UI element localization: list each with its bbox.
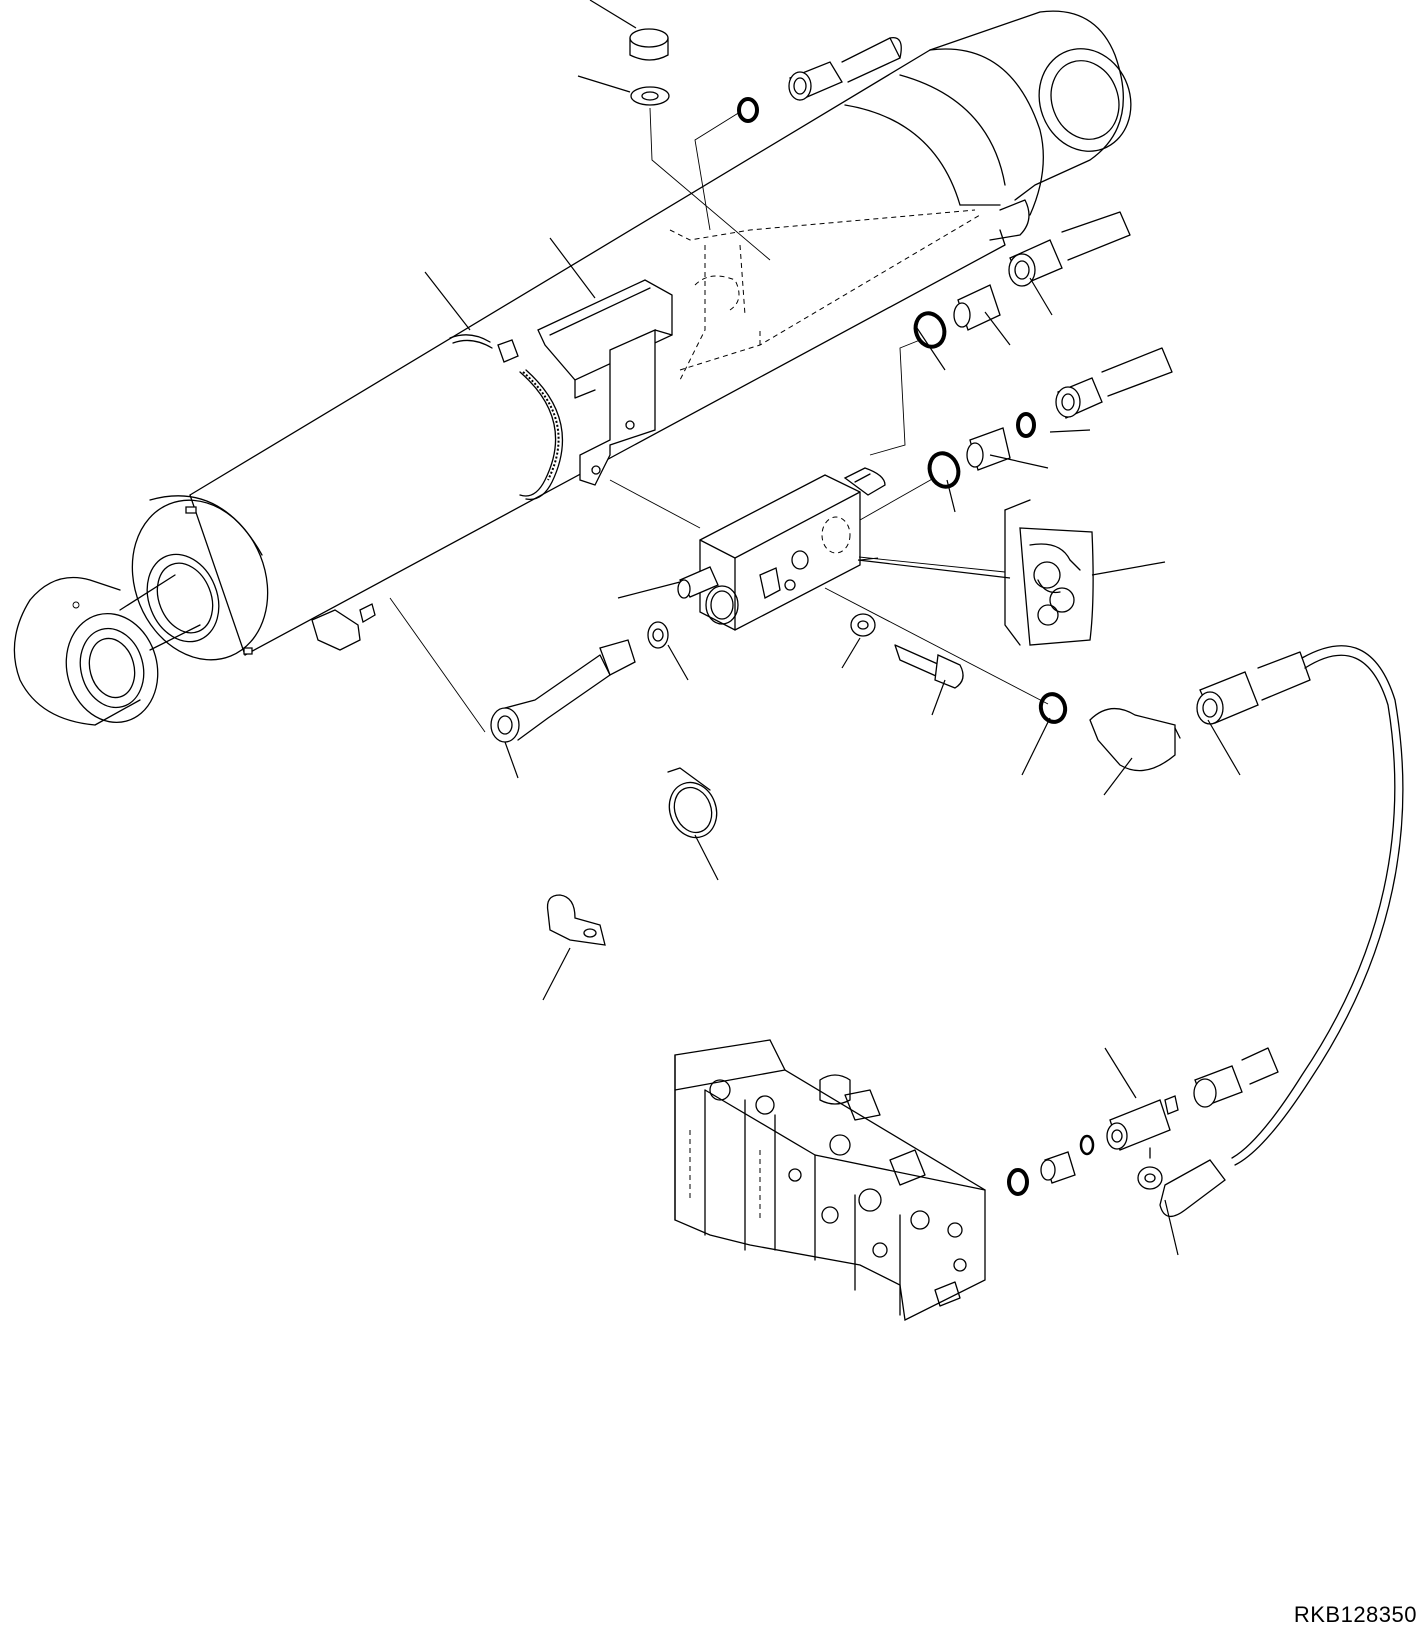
o-ring-elbow [1038,691,1068,724]
hose-end-elbow [1138,1160,1225,1216]
hose-nipple-top [789,38,901,100]
hose-connector-right [1197,652,1310,724]
hose-nipple-upper-right [1009,212,1130,286]
warning-decal [1005,500,1093,645]
plug-washer [631,87,669,105]
elbow-head-port [312,604,375,650]
hose-nipple-middle [1056,348,1172,418]
o-ring-top-port [739,99,757,121]
main-control-valve [675,1040,985,1320]
band-clamp [450,335,562,500]
cylinder-rear-eye [930,11,1145,240]
return-hose [1232,646,1403,1165]
adapter-middle [967,428,1010,470]
adapter-control-valve [1041,1152,1075,1183]
hose-nipple-control-valve [1194,1048,1278,1107]
washer-lower-left [648,622,668,648]
cylinder-tube [190,50,1005,655]
cylinder-piston-rod [120,575,200,650]
elbow-fitting-right [1090,709,1180,771]
o-ring-middle-small [1018,414,1034,436]
o-ring-small-valve [1081,1136,1093,1154]
clamp-cap-screw [498,340,518,362]
drawing-code: RKB128350 [1293,1602,1417,1627]
relief-valve-plug [845,468,885,495]
safety-valve-block [700,475,860,630]
washer-bolt [851,614,875,636]
valve-bracket [538,280,672,485]
cylinder-head-cover [109,480,291,681]
o-ring-upper-right [911,309,949,351]
cylinder-rod-eye [14,578,169,733]
check-valve-pin [678,567,718,598]
o-ring-control-valve [1009,1170,1027,1194]
hose-clamp [662,768,724,844]
plug-cap [630,29,668,60]
assembly-leader-lines [390,108,1048,732]
hidden-cylinder-port-dashed [670,210,980,380]
hydraulic-cylinder [14,11,1145,733]
hose-connector-lower-left [491,640,635,742]
callout-leaders [425,0,1240,1255]
o-ring-middle [925,449,963,491]
tee-fitting [1107,1096,1178,1158]
p-clip [548,895,606,945]
mounting-bolt [895,645,963,688]
